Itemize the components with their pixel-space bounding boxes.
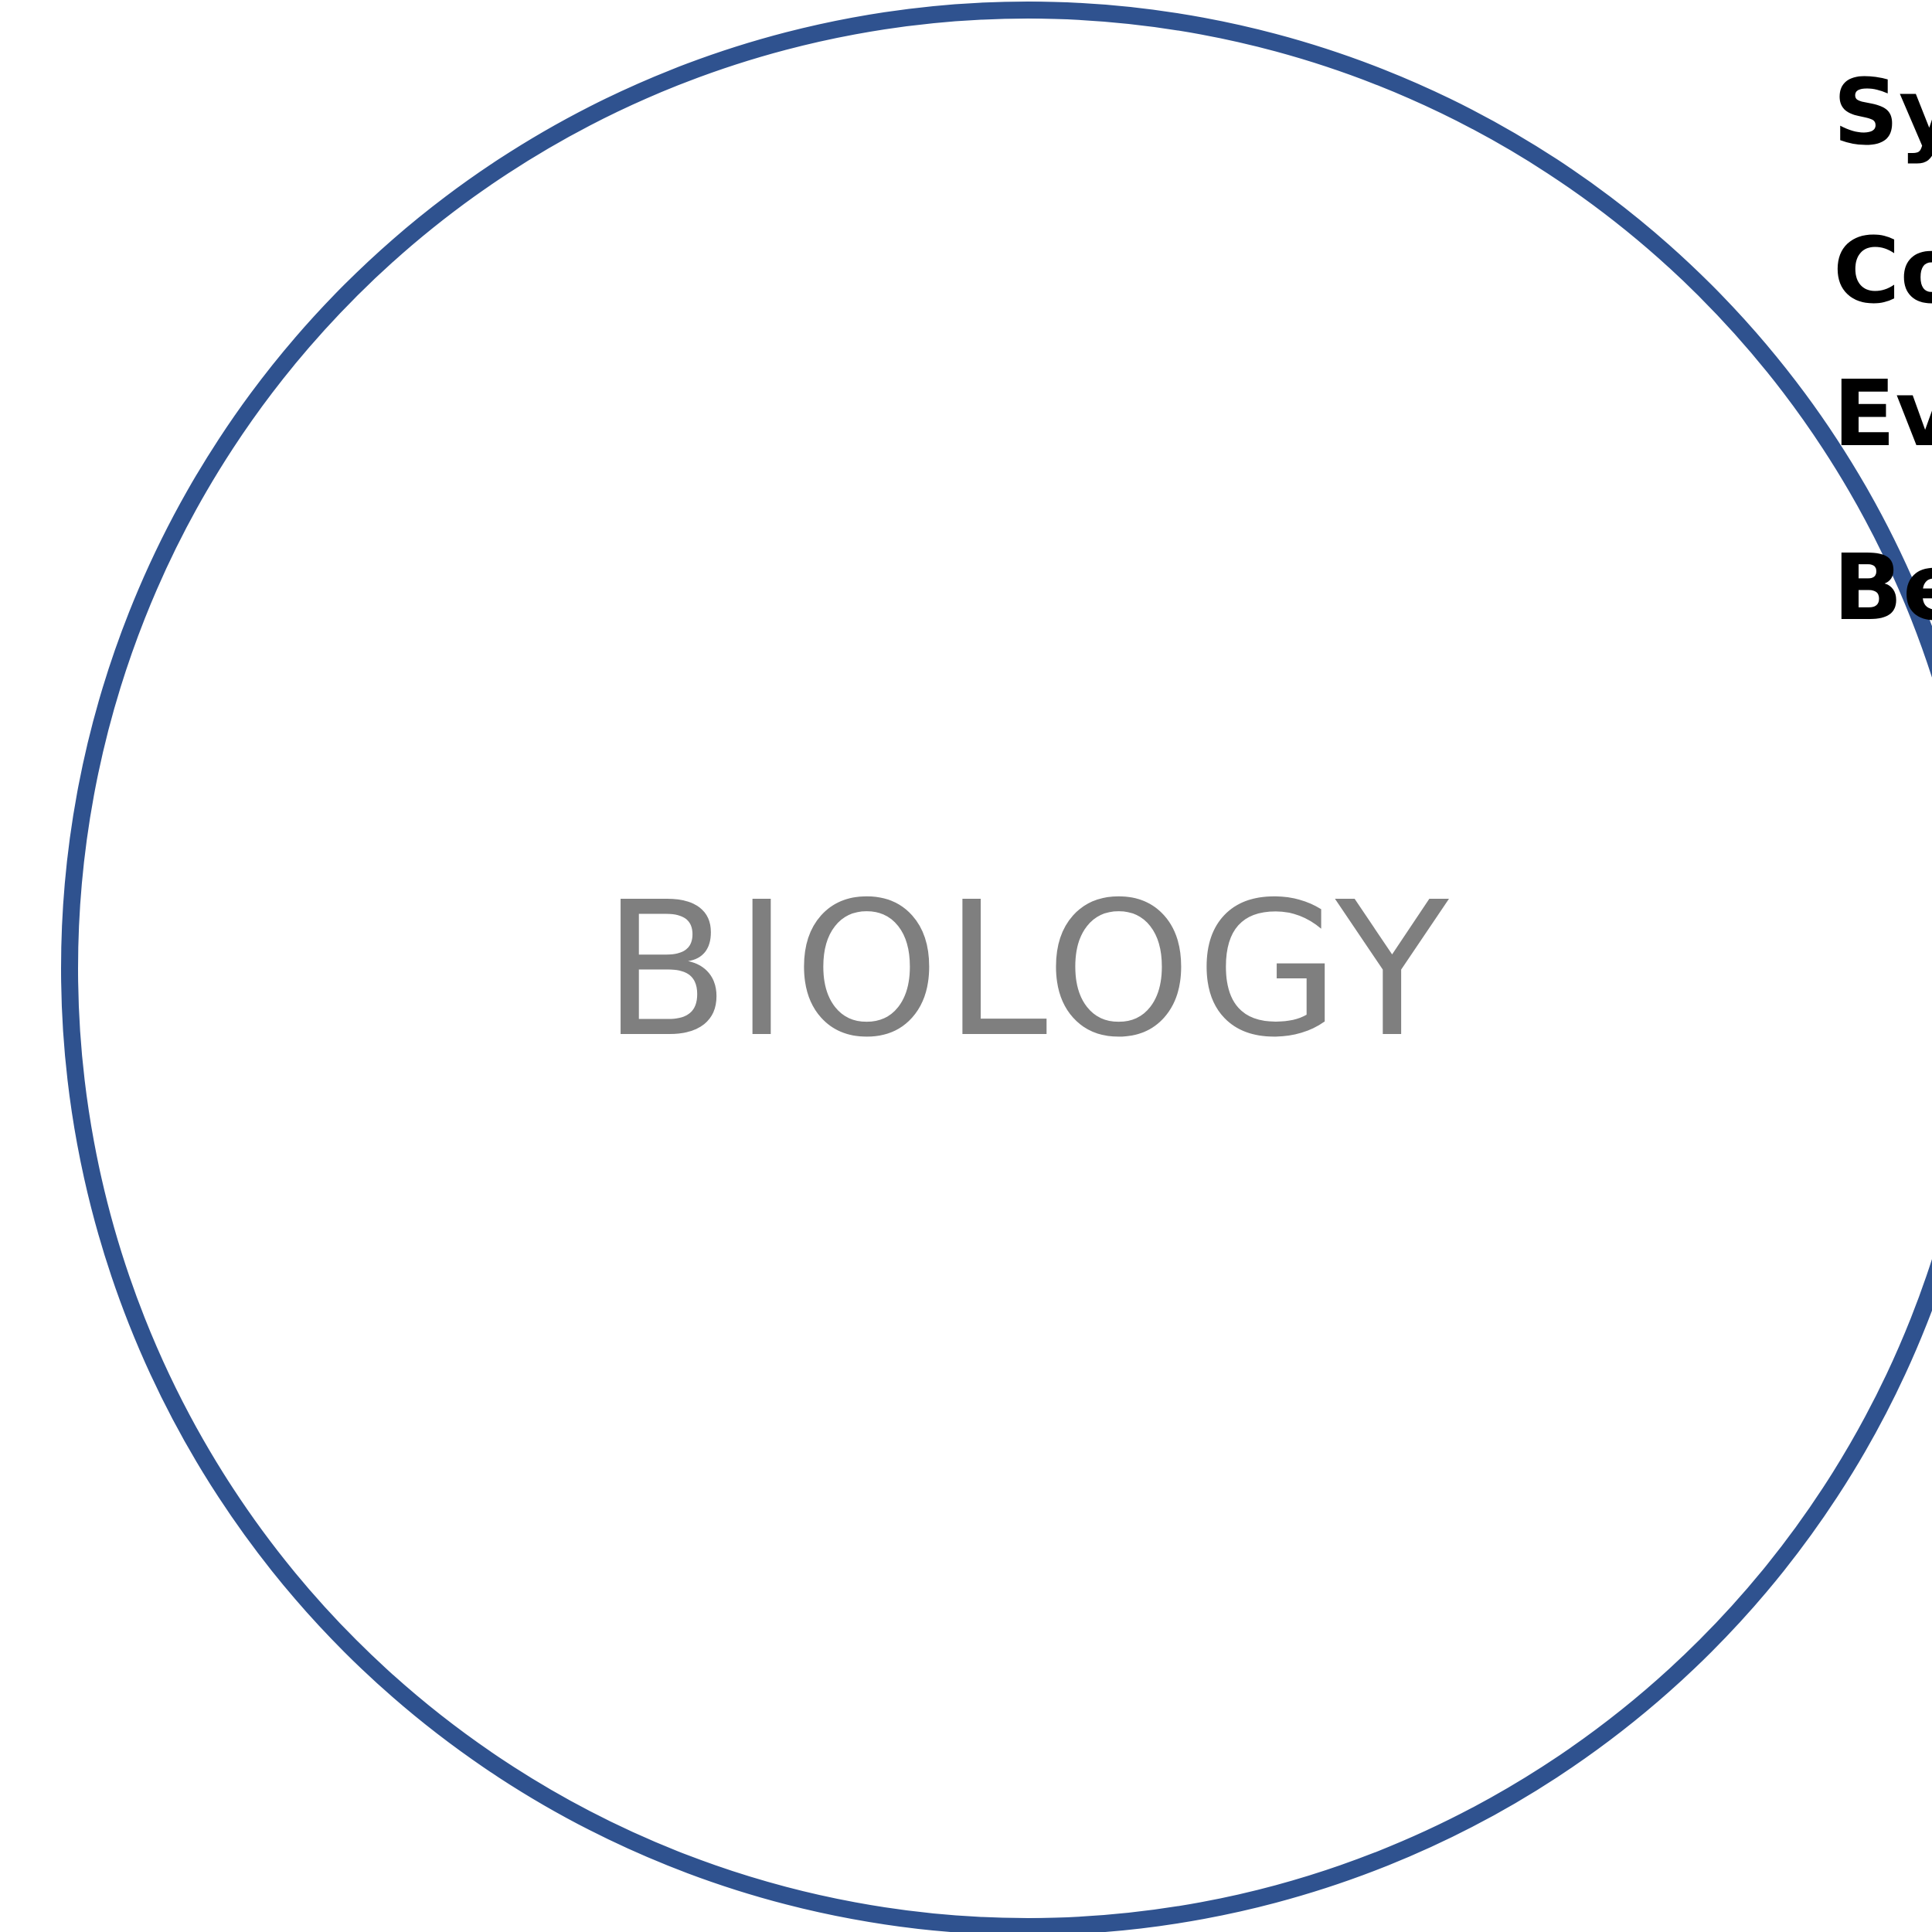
side-item-2: Co — [1833, 217, 1932, 324]
side-item-4: Be — [1833, 534, 1932, 641]
side-item-1: Sy — [1833, 59, 1932, 165]
center-label-biology: BIOLOGY — [602, 862, 1454, 1078]
side-item-3: Ev — [1833, 360, 1932, 467]
outer-ring — [61, 2, 1932, 1932]
